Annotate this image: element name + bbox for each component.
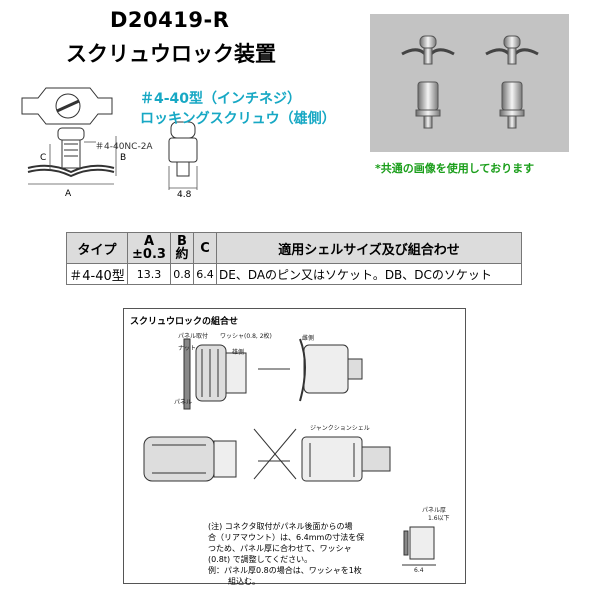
thread-callout: ＃4-40NC-2A — [95, 142, 153, 152]
subtitle-type: ＃4-40型（インチネジ） — [140, 91, 302, 107]
product-photo — [370, 14, 569, 152]
note-line: (注) コネクタ取付がパネル後面からの場 — [208, 522, 353, 531]
header-b: B 約 — [170, 232, 194, 264]
screw-head-side — [57, 127, 85, 141]
cell-c: 6.4 — [193, 263, 217, 285]
label-nut: ナット — [178, 345, 197, 352]
header-c: C — [193, 232, 217, 264]
note-line: (0.8t) で調整してください。 — [208, 555, 313, 564]
label-panel: パネル — [174, 399, 193, 406]
doc-title: スクリュウロックの組合せ — [130, 317, 239, 327]
spec-table: タイプ A ±0.3 B 約 C 適用シェルサイズ及び組合わせ ＃4-40型 1… — [66, 232, 522, 285]
cell-type: ＃4-40型 — [66, 263, 128, 285]
table-header-row: タイプ A ±0.3 B 約 C 適用シェルサイズ及び組合わせ — [66, 232, 522, 264]
note-line: 例：パネル厚0.8の場合は、ワッシャを1枚 — [208, 566, 362, 575]
label-max-thickness: 1.6以下 — [428, 515, 450, 522]
cell-a: 13.3 — [127, 263, 171, 285]
combination-diagram — [143, 338, 436, 566]
cell-b: 0.8 — [170, 263, 194, 285]
note-line: つため、パネル厚に合わせて、ワッシャ — [208, 544, 352, 553]
panel-detail — [409, 526, 435, 560]
note-line: 組込む。 — [228, 577, 260, 586]
photo-screw-right — [485, 35, 539, 129]
label-panel-thickness: パネル厚 — [422, 507, 447, 514]
doc-note: (注) コネクタ取付がパネル後面からの場 合（リアマウント）は、6.4mmの寸法… — [208, 521, 390, 587]
part-number: D20419-R — [110, 8, 230, 32]
label-shell: ジャンクションシェル — [310, 425, 370, 432]
label-dim: 6.4 — [414, 567, 424, 574]
label-washer: ワッシャ(0.8, 2枚) — [220, 333, 272, 340]
photo-illustration — [401, 35, 539, 129]
subtitle-desc: ロッキングスクリュウ（雄側） — [140, 111, 336, 127]
cell-application: DE、DAのピン又はソケット。DB、DCのソケット — [216, 263, 522, 285]
table-row: ＃4-40型 13.3 0.8 6.4 DE、DAのピン又はソケット。DB、DC… — [66, 263, 522, 285]
top-left-connector — [195, 344, 227, 402]
note-line: 合（リアマウント）は、6.4mmの寸法を保 — [208, 533, 365, 542]
label-panel-mount: パネル取付 — [178, 333, 209, 340]
combination-document: スクリュウロックの組合せ — [123, 308, 466, 587]
dim-a-label: A — [65, 189, 72, 199]
top-right-connector — [303, 344, 349, 394]
dim-b-label: B — [120, 153, 126, 163]
bottom-left-connector — [143, 436, 215, 482]
photo-note: *共通の画像を使用しております — [375, 162, 535, 175]
dim-c-label: C — [40, 153, 46, 163]
header-type: タイプ — [66, 232, 128, 264]
photo-screw-left — [401, 35, 455, 129]
label-male: 雄側 — [232, 349, 245, 356]
screw-end-view — [168, 121, 198, 190]
screw-drawing: A C B — [21, 87, 126, 199]
label-female: 雌側 — [302, 335, 315, 342]
header-application: 適用シェルサイズ及び組合わせ — [216, 232, 522, 264]
product-title: スクリュウロック装置 — [66, 42, 276, 66]
screw-shank — [61, 139, 81, 169]
header-a: A ±0.3 — [127, 232, 171, 264]
width-dim: 4.8 — [177, 190, 192, 200]
bottom-right-connector — [301, 436, 363, 482]
